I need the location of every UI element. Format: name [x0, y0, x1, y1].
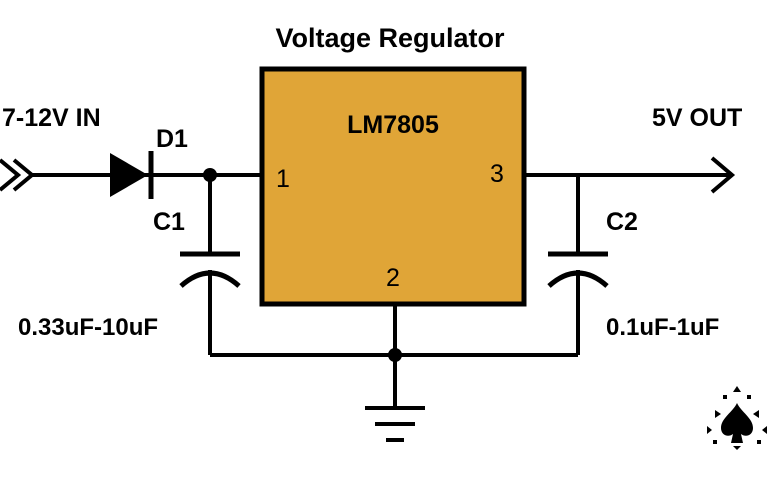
c1-value: 0.33uF-10uF: [18, 314, 158, 341]
input-label: 7-12V IN: [2, 104, 101, 132]
diode-d1-icon: [110, 151, 154, 199]
c2-label: C2: [606, 208, 638, 236]
pin-1-label: 1: [276, 165, 290, 193]
junction-ground: [388, 348, 402, 362]
input-connector-icon: [0, 158, 36, 192]
diode-label: D1: [156, 125, 188, 153]
ground-icon: [365, 406, 425, 442]
regulator-body: [259, 66, 527, 307]
c1-label: C1: [153, 208, 185, 236]
diagram-title: Voltage Regulator: [275, 23, 505, 53]
c2-value: 0.1uF-1uF: [606, 314, 719, 341]
output-label: 5V OUT: [652, 104, 742, 132]
pin-2-label: 2: [386, 264, 400, 292]
regulator-name: LM7805: [347, 111, 439, 139]
pin-3-label: 3: [490, 160, 504, 188]
output-arrow-icon: [710, 156, 736, 194]
spade-logo-icon: [707, 386, 767, 450]
